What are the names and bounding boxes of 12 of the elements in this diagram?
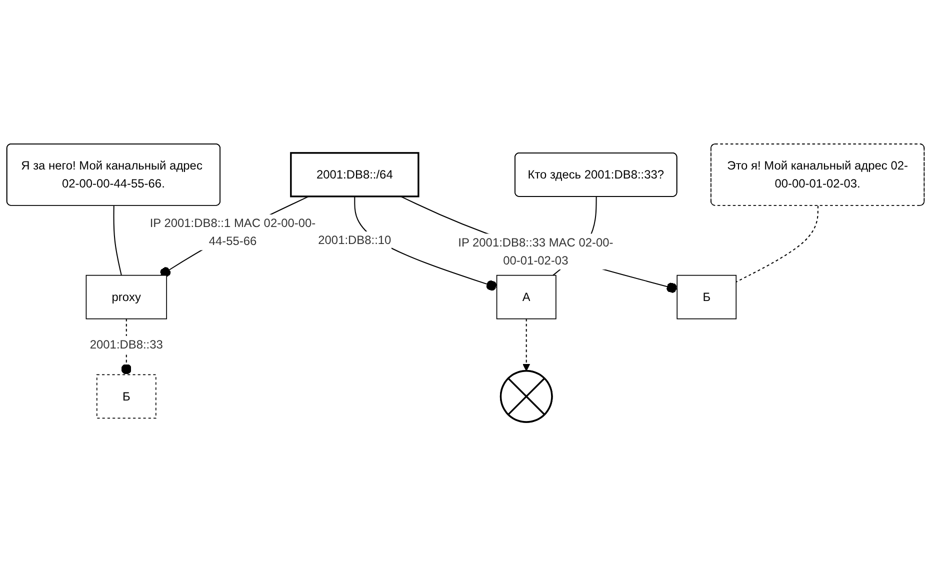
- connector: [736, 206, 818, 282]
- node-box: Б: [96, 374, 156, 419]
- edge-label: 2001:DB8::33: [90, 338, 163, 352]
- connector: [113, 206, 122, 276]
- node-box: А: [496, 274, 556, 320]
- arrow: [522, 318, 530, 372]
- edge-label: IP 2001:DB8::33 MAC 02-00-00-01-02-03: [458, 235, 614, 267]
- edge-label: IP 2001:DB8::1 MAC 02-00-00-44-55-66: [150, 216, 316, 248]
- edge-label: 2001:DB8::10: [318, 233, 392, 247]
- node-box: 2001:DB8::/64: [290, 152, 420, 198]
- node-box: Б: [676, 274, 737, 320]
- node-box: proxy: [86, 274, 168, 320]
